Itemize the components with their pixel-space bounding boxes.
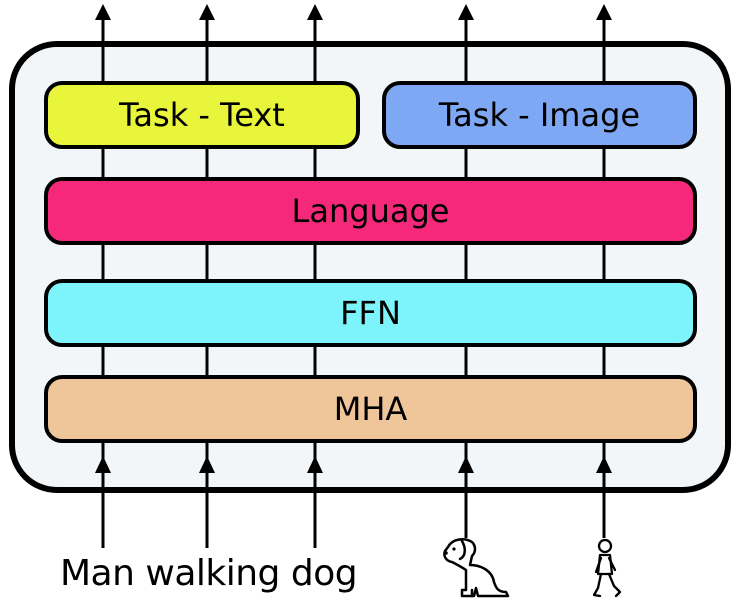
mha-label: MHA (333, 390, 408, 428)
language-block: Language (44, 177, 697, 245)
mha-block: MHA (44, 375, 697, 443)
task-image-label: Task - Image (438, 96, 641, 134)
ffn-block: FFN (44, 279, 697, 347)
task-image-block: Task - Image (382, 81, 697, 149)
task-text-label: Task - Text (119, 96, 285, 134)
task-text-block: Task - Text (44, 81, 360, 149)
language-label: Language (291, 192, 450, 230)
input-caption: Man walking dog (60, 553, 358, 594)
ffn-label: FFN (340, 294, 401, 332)
